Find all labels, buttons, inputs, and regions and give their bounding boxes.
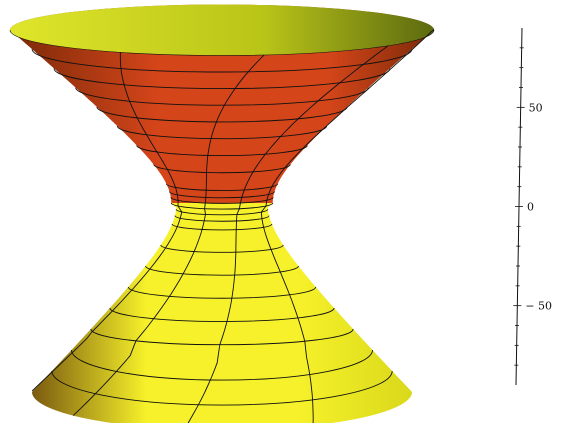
top-rim-edge — [9, 29, 435, 56]
z-tick-label: − 50 — [525, 300, 552, 313]
mesh-ring — [51, 370, 393, 406]
mesh-ring — [53, 68, 391, 90]
z-tick-label: 0 — [527, 201, 534, 214]
mesh-ring — [170, 202, 274, 210]
top-rim — [10, 4, 434, 56]
mesh-ring — [169, 191, 275, 199]
mesh-meridian — [187, 45, 389, 423]
mesh-ring — [75, 87, 369, 106]
mesh-ring — [145, 265, 299, 276]
z-axis: 50 0 − 50 — [513, 27, 552, 386]
upper-nappe — [10, 4, 434, 204]
mesh-meridian — [260, 28, 435, 423]
mesh-ring — [71, 349, 373, 381]
mesh-ring — [174, 215, 270, 222]
mesh-ring — [127, 286, 317, 299]
mesh-ring — [116, 126, 328, 140]
surface-mesh — [31, 28, 435, 423]
mesh-ring — [175, 209, 269, 216]
mesh-meridian — [31, 52, 183, 392]
mesh-ring — [170, 197, 274, 204]
mesh-ring — [153, 164, 291, 174]
mesh-ring — [109, 307, 335, 322]
mesh-ring — [90, 328, 354, 346]
mesh-ring — [160, 244, 284, 253]
hyperboloid-surface — [9, 4, 435, 423]
lower-nappe — [32, 203, 412, 423]
mesh-ring — [96, 106, 348, 123]
z-tick-label: 50 — [529, 101, 543, 114]
mesh-ring — [136, 145, 308, 157]
mesh-ring — [31, 49, 413, 73]
mesh-meridian — [72, 54, 265, 416]
